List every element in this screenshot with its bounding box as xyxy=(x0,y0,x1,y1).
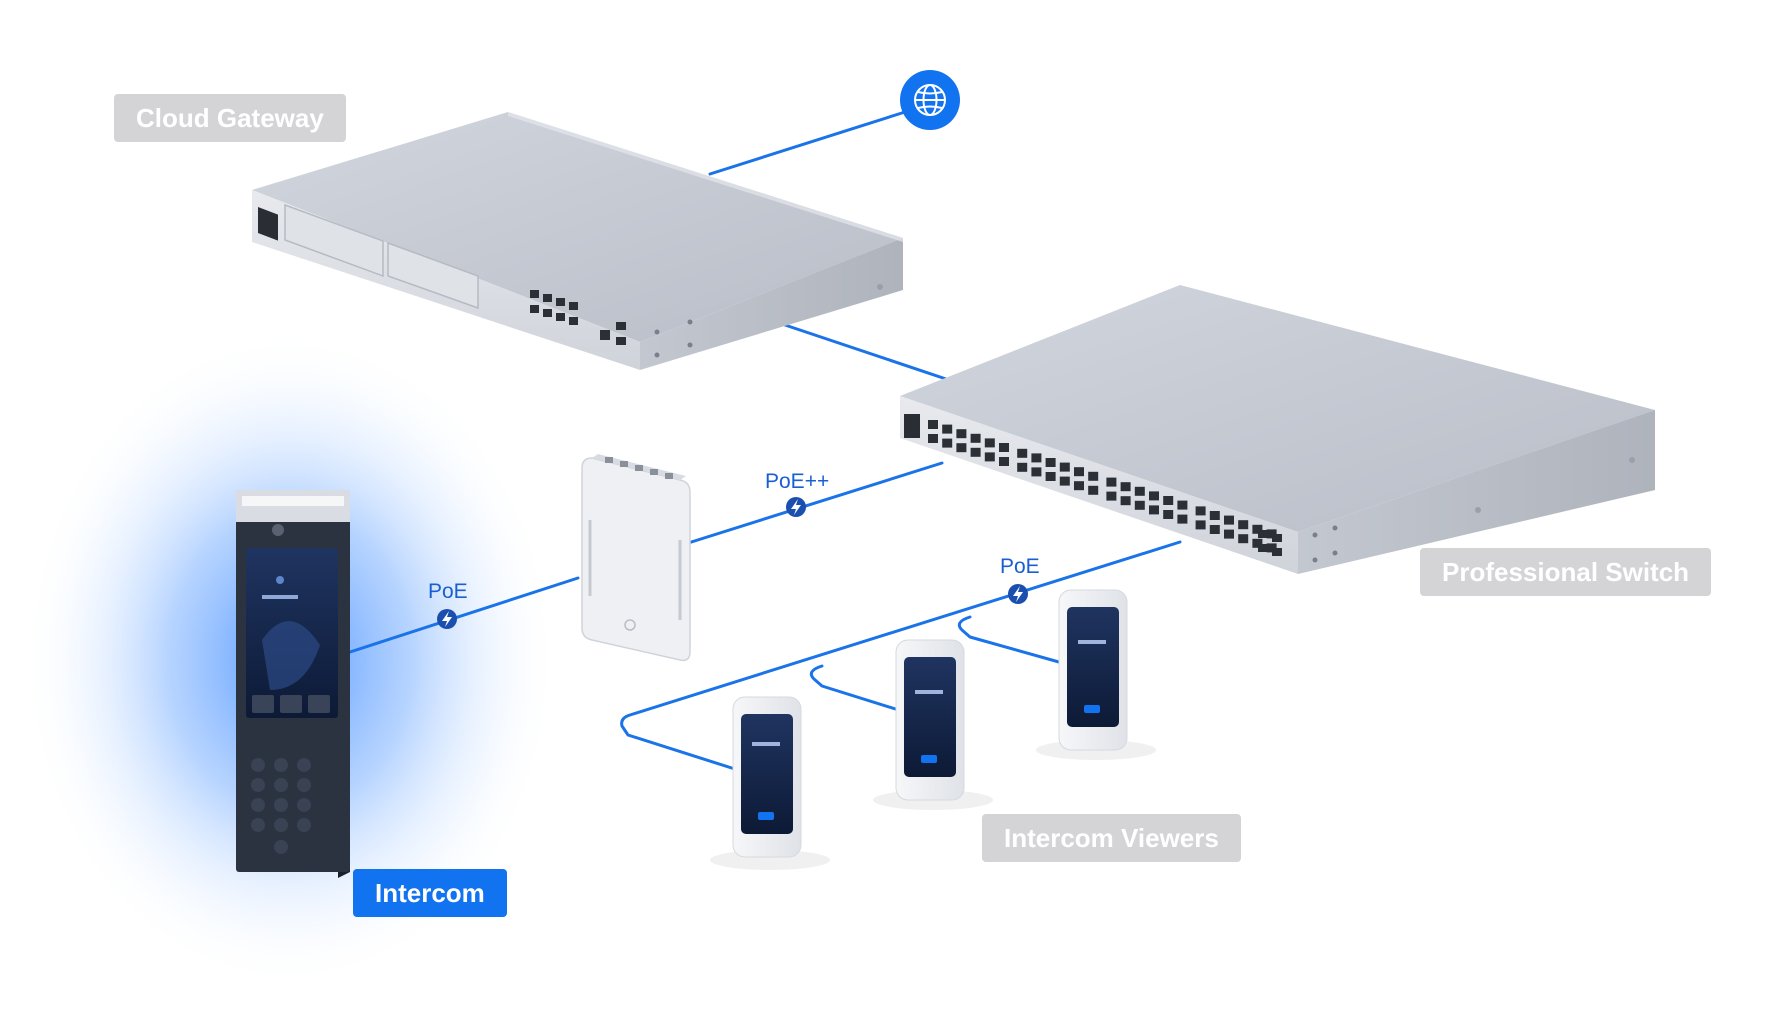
switch-port xyxy=(1177,500,1188,510)
poe-plus-plus-label: PoE++ xyxy=(765,470,830,493)
switch-port xyxy=(1266,543,1277,553)
switch-port xyxy=(1120,482,1131,492)
poe-intercom-label: PoE xyxy=(428,580,468,603)
switch-port xyxy=(1074,481,1084,491)
switch-port xyxy=(984,438,995,448)
switch-ports xyxy=(928,420,1282,556)
switch-port xyxy=(956,429,967,439)
switch-port xyxy=(928,420,938,429)
lightning-bolt-icon xyxy=(1008,584,1028,604)
intercom-label: Intercom xyxy=(353,869,507,917)
switch-port xyxy=(1106,491,1117,501)
switch-sfp-port xyxy=(1272,534,1282,542)
switch-port xyxy=(1163,496,1174,505)
intercom-device xyxy=(236,490,350,878)
switch-port xyxy=(1209,525,1220,534)
switch-port xyxy=(942,438,953,448)
intercom-viewer-2 xyxy=(873,639,993,810)
switch-sfp-port xyxy=(1258,544,1268,552)
cloud-gateway-label: Cloud Gateway xyxy=(114,94,346,142)
switch-port xyxy=(1088,471,1099,481)
switch-port xyxy=(1074,467,1084,477)
switch-port xyxy=(1195,520,1206,530)
lightning-bolt-icon xyxy=(437,609,457,629)
switch-port xyxy=(984,452,995,462)
intercom-viewers-label: Intercom Viewers xyxy=(982,814,1241,862)
switch-port xyxy=(970,433,981,443)
switch-port xyxy=(1266,529,1277,539)
switch-port xyxy=(1045,472,1056,481)
switch-port xyxy=(999,443,1009,452)
switch-port xyxy=(1224,529,1234,539)
switch-port xyxy=(1209,511,1220,520)
professional-switch-label: Professional Switch xyxy=(1420,548,1712,596)
switch-port xyxy=(1252,524,1263,534)
intercom-camera-icon xyxy=(272,524,284,536)
intercom-viewer-3 xyxy=(1036,589,1156,760)
switch-port xyxy=(1120,496,1131,506)
switch-port xyxy=(1163,510,1174,519)
cables xyxy=(348,110,1182,772)
poe-adapter-device xyxy=(581,454,691,662)
intercom-viewer-1 xyxy=(710,696,830,870)
switch-port xyxy=(1134,486,1145,496)
cable-switch-poe-injector xyxy=(683,461,944,546)
cable-poe-injector-intercom xyxy=(348,576,580,654)
professional-switch-device xyxy=(900,285,1655,574)
switch-port xyxy=(1031,453,1042,463)
switch-port xyxy=(1149,505,1159,515)
cable-internet xyxy=(708,110,907,176)
cable-viewer-2 xyxy=(809,664,907,714)
switch-port xyxy=(1106,477,1117,487)
cable-switch-viewers xyxy=(620,540,1182,772)
switch-port xyxy=(928,434,938,443)
poe-viewers-label: PoE xyxy=(1000,555,1040,578)
cable-gateway-switch xyxy=(783,323,957,384)
switch-port xyxy=(1059,476,1070,486)
switch-sfp-port xyxy=(1272,548,1282,556)
cable-viewer-3 xyxy=(957,615,1068,666)
switch-port xyxy=(970,447,981,457)
switch-port xyxy=(1045,458,1056,467)
lightning-bolt-icon xyxy=(786,497,806,517)
switch-port xyxy=(1134,500,1145,510)
switch-port xyxy=(1031,467,1042,477)
switch-port xyxy=(1195,506,1206,516)
internet-node xyxy=(900,70,960,130)
switch-port xyxy=(1088,485,1099,495)
switch-port xyxy=(1017,448,1028,458)
switch-port xyxy=(1149,491,1159,501)
switch-sfp-port xyxy=(1258,530,1268,538)
switch-port xyxy=(942,424,953,434)
switch-port xyxy=(999,457,1009,466)
cloud-gateway-device xyxy=(252,112,903,370)
switch-port xyxy=(1238,520,1249,530)
switch-port xyxy=(1224,515,1234,525)
switch-port xyxy=(1177,514,1188,524)
switch-port xyxy=(1238,534,1249,544)
switch-port xyxy=(1252,538,1263,548)
switch-port xyxy=(1059,462,1070,472)
switch-port xyxy=(1017,462,1028,472)
switch-port xyxy=(956,443,967,453)
